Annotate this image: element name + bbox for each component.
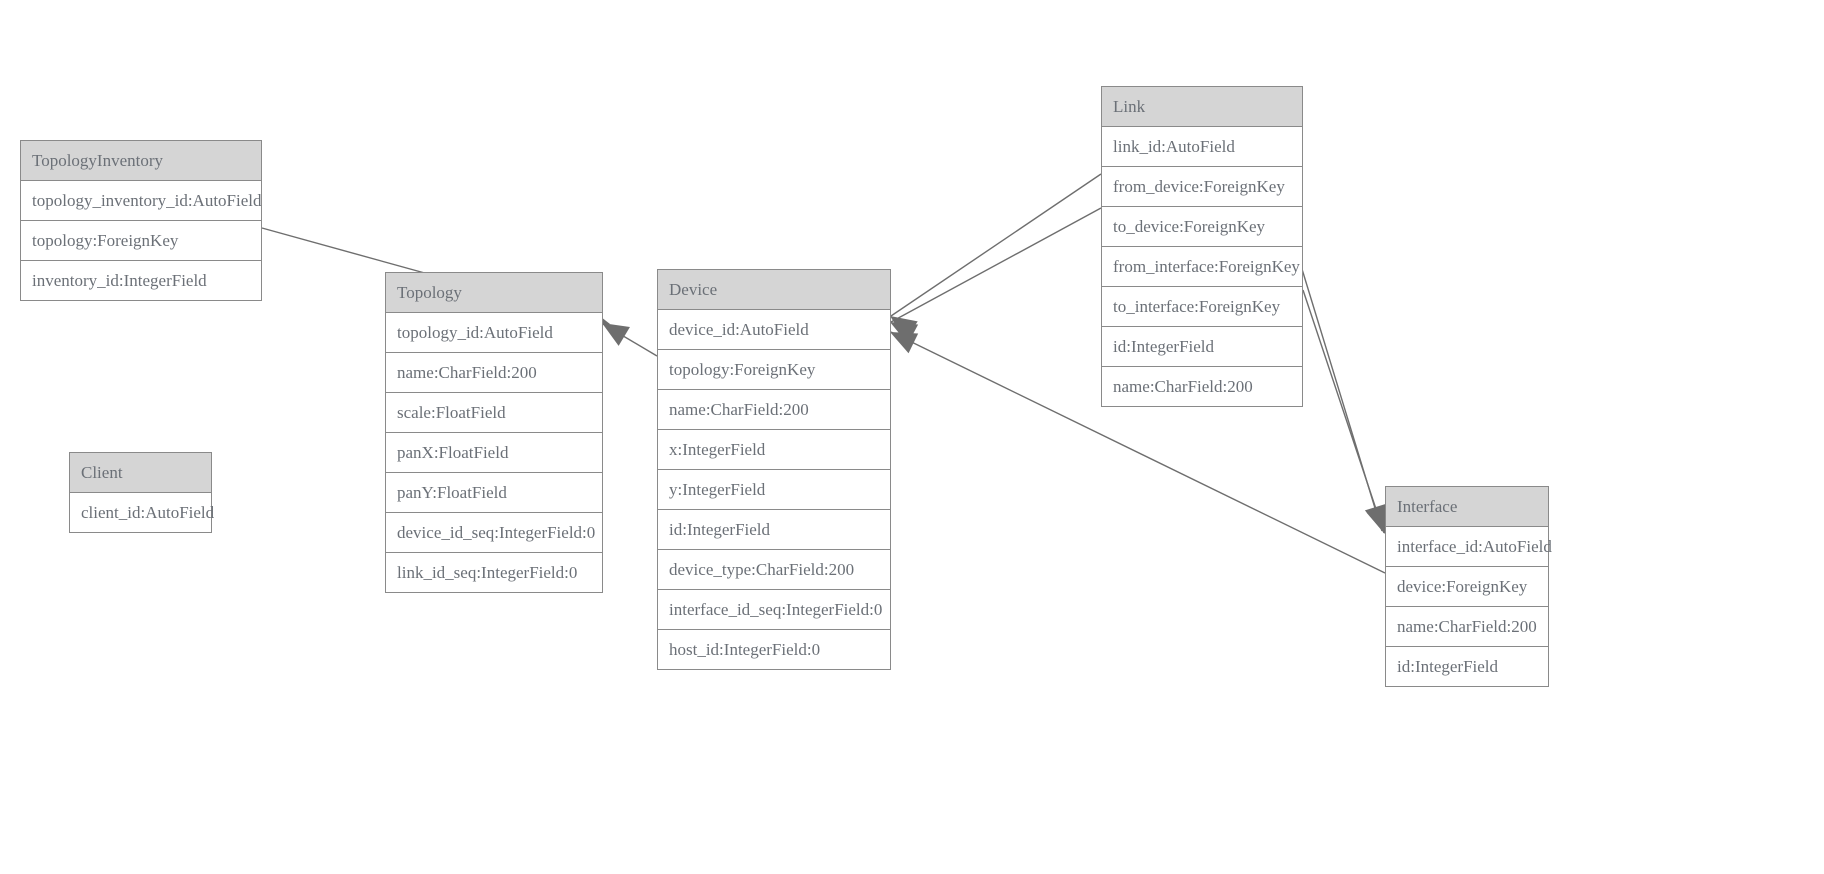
entity-field: link_id_seq:IntegerField:0 [386, 553, 602, 592]
entity-field: interface_id:AutoField [1386, 527, 1552, 567]
entity-field: topology:ForeignKey [658, 350, 890, 390]
entity-field: id:IntegerField [1386, 647, 1548, 686]
entity-field: client_id:AutoField [70, 493, 214, 532]
entity-field: from_device:ForeignKey [1102, 167, 1302, 207]
entity-field: topology:ForeignKey [21, 221, 261, 261]
entity-field: device_id:AutoField [658, 310, 890, 350]
entity-field: device_type:CharField:200 [658, 550, 890, 590]
relationship-line [890, 207, 1102, 323]
entity-field: name:CharField:200 [658, 390, 890, 430]
entity-field: device_id_seq:IntegerField:0 [386, 513, 602, 553]
entity-title-interface: Interface [1386, 487, 1548, 527]
entity-field: name:CharField:200 [386, 353, 602, 393]
rel-link-from-device [890, 173, 1102, 340]
entity-title-client: Client [70, 453, 211, 493]
entity-field: topology_id:AutoField [386, 313, 602, 353]
entity-field: link_id:AutoField [1102, 127, 1302, 167]
entity-field: device:ForeignKey [1386, 567, 1548, 607]
relationship-line [1302, 289, 1385, 534]
entity-field: id:IntegerField [658, 510, 890, 550]
relationship-line [1297, 255, 1383, 532]
entity-field: panX:FloatField [386, 433, 602, 473]
entity-field: from_interface:ForeignKey [1102, 247, 1302, 287]
entity-field: to_device:ForeignKey [1102, 207, 1302, 247]
rel-device-topology [602, 323, 658, 357]
entity-field: x:IntegerField [658, 430, 890, 470]
entity-field: inventory_id:IntegerField [21, 261, 261, 300]
entity-field: id:IntegerField [1102, 327, 1302, 367]
relationship-line [890, 173, 1102, 317]
entity-title-topology: Topology [386, 273, 602, 313]
rel-link-to-device [890, 207, 1102, 344]
entity-field: interface_id_seq:IntegerField:0 [658, 590, 890, 630]
entity-title-topology_inventory: TopologyInventory [21, 141, 261, 181]
entity-field: scale:FloatField [386, 393, 602, 433]
entity-field: to_interface:ForeignKey [1102, 287, 1302, 327]
entity-field: y:IntegerField [658, 470, 890, 510]
rel-link-to-interface [1302, 289, 1388, 534]
entity-field: name:CharField:200 [1102, 367, 1302, 406]
relationship-line [602, 323, 658, 357]
entity-field: panY:FloatField [386, 473, 602, 513]
entity-field: topology_inventory_id:AutoField [21, 181, 262, 221]
entity-field: host_id:IntegerField:0 [658, 630, 890, 669]
entity-title-device: Device [658, 270, 890, 310]
entity-field: name:CharField:200 [1386, 607, 1548, 647]
rel-link-from-interface [1297, 255, 1386, 532]
entity-title-link: Link [1102, 87, 1302, 127]
